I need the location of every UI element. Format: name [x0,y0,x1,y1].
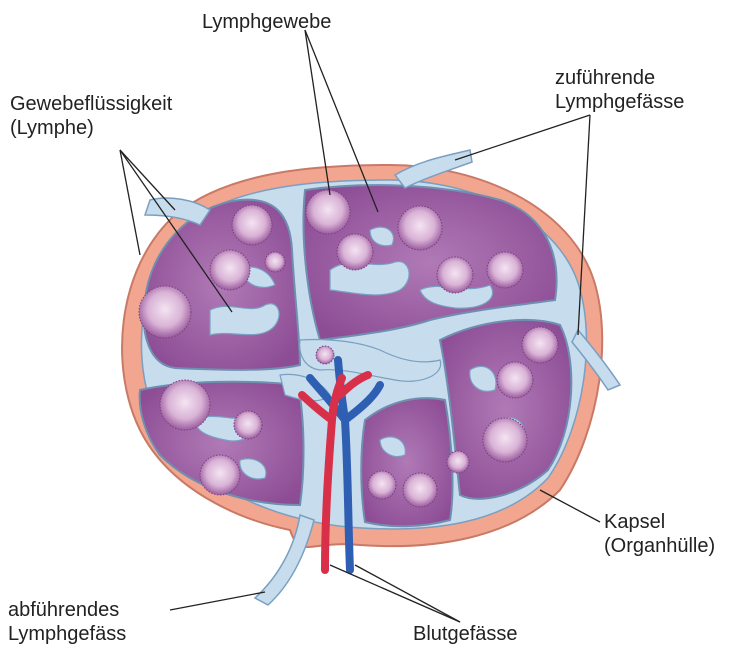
label-lymphgewebe-text: Lymphgewebe [202,10,331,34]
label-gewebefluessigkeit: Gewebeflüssigkeit (Lymphe) [10,92,172,140]
label-gewebefluessigkeit-line1: Gewebeflüssigkeit [10,92,172,116]
label-kapsel-line1: Kapsel [604,510,715,534]
label-blutgefaesse: Blutgefässe [413,622,518,646]
label-lymphgewebe: Lymphgewebe [202,10,331,34]
label-zufuehrende-line1: zuführende [555,66,684,90]
lobule-bottom-middle [361,398,452,526]
label-abfuehrendes-line2: Lymphgefäss [8,622,126,646]
label-kapsel: Kapsel (Organhülle) [604,510,715,558]
label-blutgefaesse-text: Blutgefässe [413,622,518,646]
label-zufuehrende-line2: Lymphgefässe [555,90,684,114]
label-zufuehrende-lymphgefaesse: zuführende Lymphgefässe [555,66,684,114]
label-gewebefluessigkeit-line2: (Lymphe) [10,116,172,140]
label-abfuehrendes-lymphgefaess: abführendes Lymphgefäss [8,598,126,646]
label-abfuehrendes-line1: abführendes [8,598,126,622]
label-kapsel-line2: (Organhülle) [604,534,715,558]
